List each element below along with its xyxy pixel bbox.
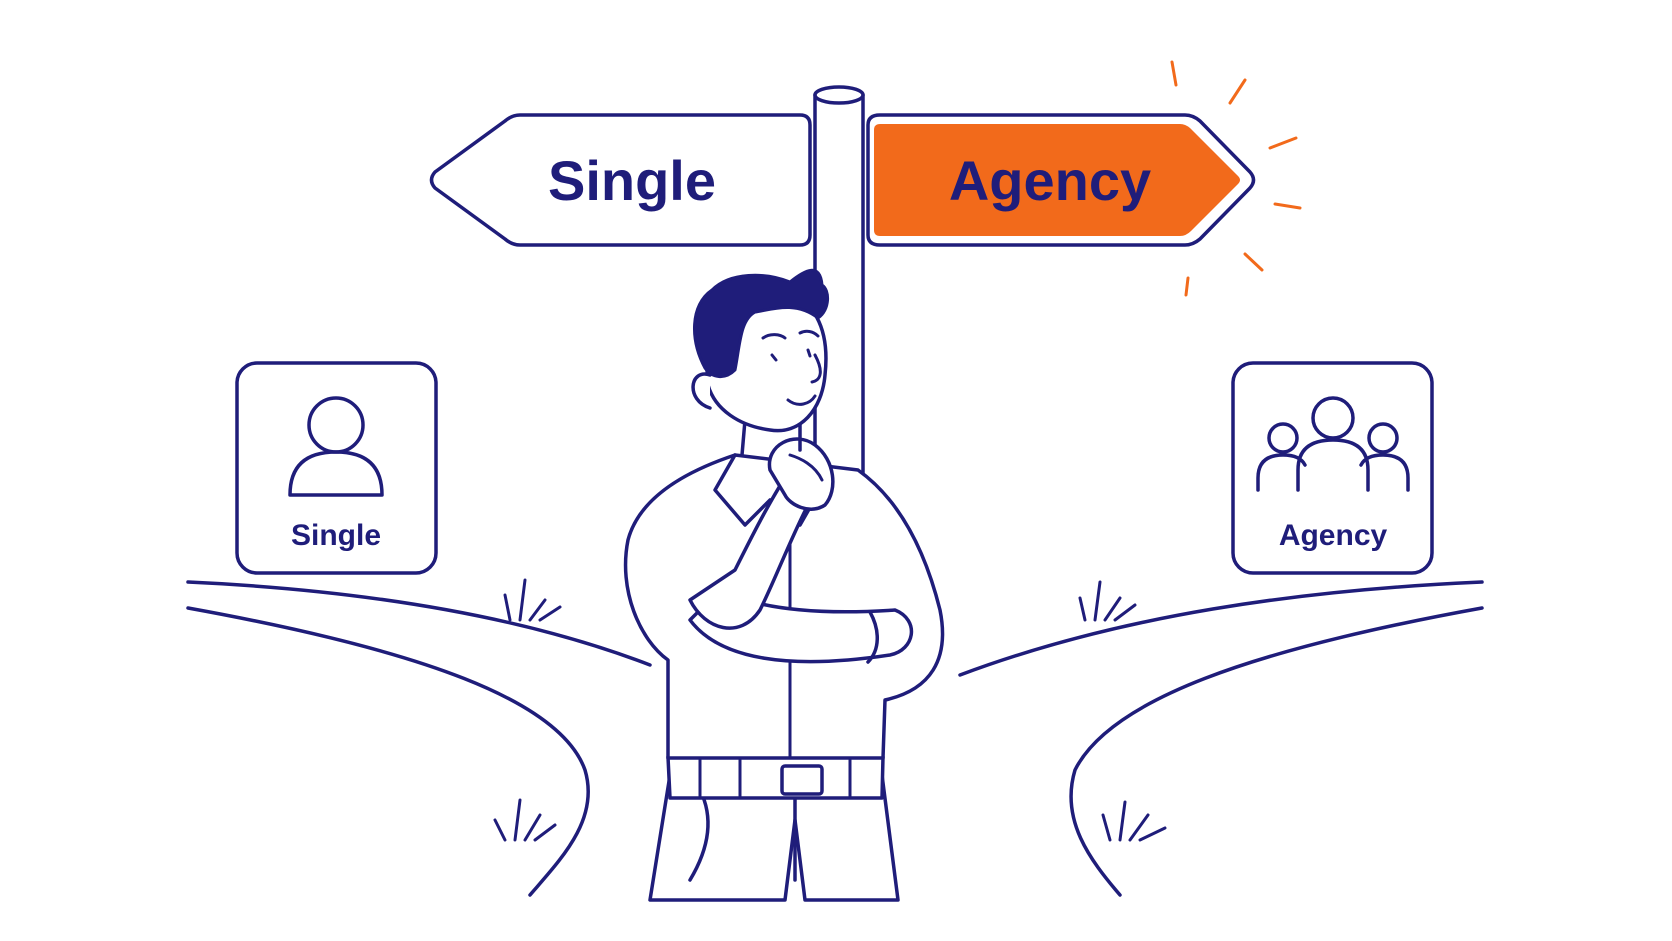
raised-arm	[688, 437, 835, 630]
single-direction-sign: Single	[429, 113, 812, 247]
agency-option-card[interactable]: Agency	[1231, 361, 1434, 575]
hair	[693, 268, 829, 378]
agency-sign-label: Agency	[949, 149, 1151, 212]
head	[691, 268, 829, 433]
single-card-label: Single	[291, 519, 381, 552]
single-sign-label: Single	[548, 149, 716, 212]
agency-sign-highlight	[874, 124, 1240, 236]
single-person-icon	[288, 396, 384, 497]
agency-direction-sign: Agency	[866, 113, 1256, 247]
road-lines	[186, 580, 1484, 897]
grass-tufts	[493, 578, 1167, 842]
agency-card-label: Agency	[1279, 519, 1388, 552]
group-people-icon	[1256, 396, 1410, 492]
thinking-man-figure	[623, 268, 945, 902]
single-option-card[interactable]: Single	[235, 361, 438, 575]
belt	[666, 755, 885, 800]
highlight-rays	[1170, 60, 1302, 297]
